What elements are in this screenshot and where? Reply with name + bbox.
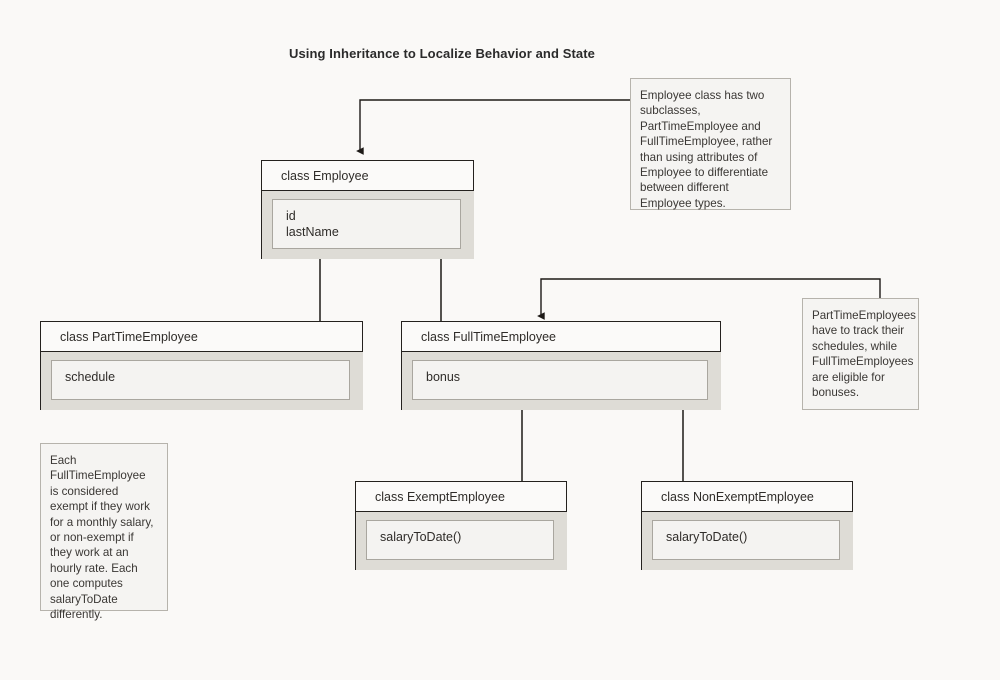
class-box-exempt-employee[interactable]: class ExemptEmployee salaryToDate() bbox=[355, 481, 567, 570]
class-header-full-time-employee: class FullTimeEmployee bbox=[401, 321, 721, 352]
class-body-part-time-employee: schedule bbox=[40, 352, 363, 410]
note-parttime-schedules: PartTimeEmployees have to track their sc… bbox=[802, 298, 919, 410]
class-box-part-time-employee[interactable]: class PartTimeEmployee schedule bbox=[40, 321, 363, 410]
attribute-panel-full-time-employee: bonus bbox=[412, 360, 708, 400]
class-box-employee[interactable]: class Employee id lastName bbox=[261, 160, 474, 259]
leader-note-subclasses bbox=[356, 99, 630, 155]
attribute-panel-employee: id lastName bbox=[272, 199, 461, 249]
note-exempt-rules: Each FullTimeEmployee is considered exem… bbox=[40, 443, 168, 621]
attribute-employee-id: id bbox=[286, 209, 296, 223]
class-box-non-exempt-employee[interactable]: class NonExemptEmployee salaryToDate() bbox=[641, 481, 853, 570]
attribute-panel-non-exempt-employee: salaryToDate() bbox=[652, 520, 840, 560]
class-header-exempt-employee: class ExemptEmployee bbox=[355, 481, 567, 512]
class-header-employee: class Employee bbox=[261, 160, 474, 191]
attribute-employee-lastname: lastName bbox=[286, 225, 339, 239]
attribute-full-time-bonus: bonus bbox=[426, 370, 461, 384]
class-header-non-exempt-employee: class NonExemptEmployee bbox=[641, 481, 853, 512]
attribute-panel-exempt-employee: salaryToDate() bbox=[366, 520, 554, 560]
class-body-employee: id lastName bbox=[261, 191, 474, 259]
class-body-non-exempt-employee: salaryToDate() bbox=[641, 512, 853, 570]
method-non-exempt-salary-to-date: salaryToDate() bbox=[666, 530, 748, 544]
class-header-part-time-employee: class PartTimeEmployee bbox=[40, 321, 363, 352]
attribute-part-time-schedule: schedule bbox=[65, 370, 116, 384]
page-title: Using Inheritance to Localize Behavior a… bbox=[288, 46, 596, 61]
attribute-panel-part-time-employee: schedule bbox=[51, 360, 350, 400]
class-body-full-time-employee: bonus bbox=[401, 352, 721, 410]
class-body-exempt-employee: salaryToDate() bbox=[355, 512, 567, 570]
method-exempt-salary-to-date: salaryToDate() bbox=[380, 530, 462, 544]
note-employee-subclasses: Employee class has two subclasses, PartT… bbox=[630, 78, 791, 210]
class-box-full-time-employee[interactable]: class FullTimeEmployee bonus bbox=[401, 321, 721, 410]
